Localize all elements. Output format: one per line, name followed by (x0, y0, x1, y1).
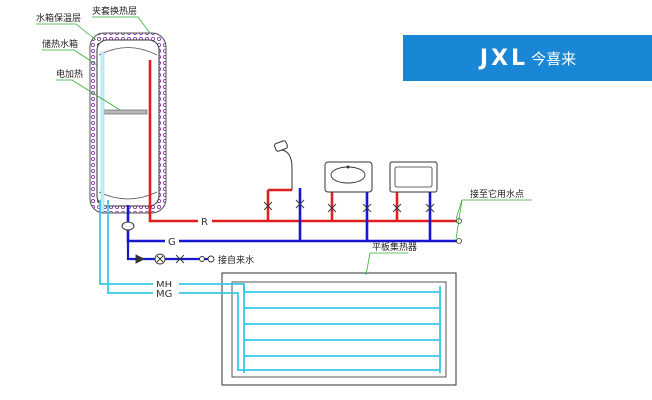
pipe-label-bg-r (198, 214, 212, 227)
shower-head-icon (274, 140, 293, 190)
solar-loop-return-line (107, 200, 244, 371)
pipe-label-bg-mg (153, 287, 179, 299)
valve-icons (263, 199, 435, 213)
label-solar-collector: 平板集热器 (372, 241, 417, 253)
label-storage-tank: 储热水箱 (42, 38, 78, 50)
jacket-exchanger-layer (100, 51, 105, 213)
cold-supply-line (126, 241, 210, 261)
pipe-label-bg-g (165, 234, 179, 247)
supply-fittings (135, 253, 215, 265)
label-domestic-hot-water: 接至它用水点 (470, 188, 524, 200)
storage-tank (89, 32, 167, 214)
logo-text: 今喜来 (531, 49, 577, 68)
label-cold-water-supply: 接自来水 (218, 254, 254, 266)
electric-heater-element (102, 109, 148, 115)
pipe-label-g: G (168, 237, 176, 248)
drain-valve-icon (121, 221, 135, 231)
kitchen-sink-icon (389, 161, 438, 193)
solar-collector (221, 272, 457, 386)
wash-basin-icon (324, 161, 373, 193)
label-tank-insulation: 水箱保温层 (36, 12, 81, 24)
cold-outlet-end (456, 238, 462, 244)
leader-lines (36, 16, 532, 276)
pipe-label-r: R (201, 217, 208, 228)
label-electric-heater: 电加热 (56, 68, 83, 80)
logo-mark: JXL (479, 45, 529, 71)
pipe-label-mg: MG (156, 289, 172, 300)
label-jacket-exchanger: 夹套换热层 (92, 5, 137, 17)
hot-water-pipe (148, 60, 458, 223)
pipe-label-mh: MH (156, 280, 172, 291)
brand-logo: JXL 今喜来 (403, 35, 652, 81)
